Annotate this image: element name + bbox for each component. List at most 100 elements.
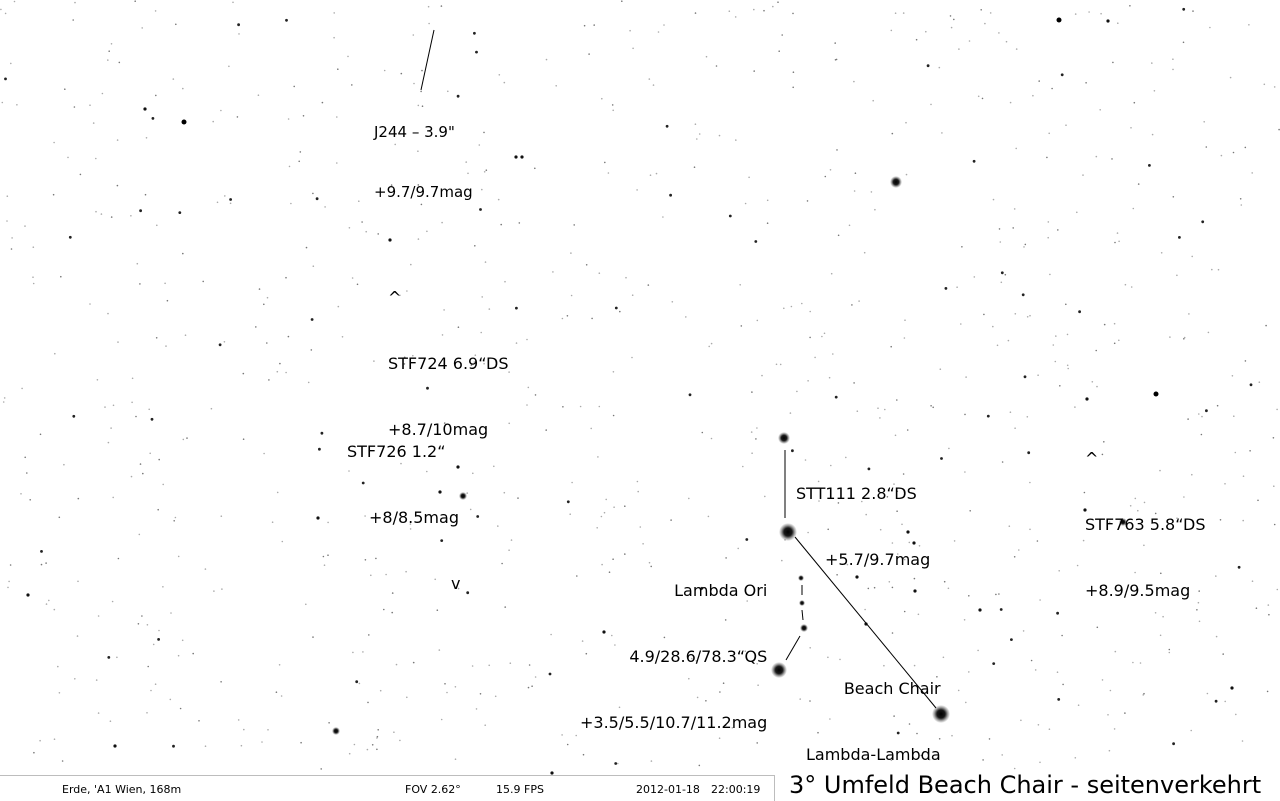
faint-star	[999, 241, 1002, 243]
faint-star	[527, 686, 530, 689]
faint-star	[101, 92, 104, 95]
faint-star	[1091, 381, 1094, 383]
faint-star	[26, 472, 28, 474]
faint-star	[218, 343, 222, 347]
star-chain-1[interactable]	[798, 575, 804, 581]
star-beach-chair-a[interactable]	[771, 662, 787, 678]
star-stf726[interactable]	[459, 492, 467, 500]
faint-star	[1129, 5, 1131, 7]
faint-star	[302, 115, 305, 117]
faint-star	[79, 173, 82, 176]
faint-star	[473, 31, 476, 35]
faint-star	[1267, 604, 1270, 606]
faint-star	[1154, 512, 1157, 515]
faint-star	[621, 0, 623, 2]
faint-star	[968, 40, 971, 42]
faint-star	[300, 741, 302, 744]
faint-star	[527, 386, 530, 389]
faint-star	[77, 497, 80, 500]
star-lambda-ori[interactable]	[779, 523, 797, 541]
faint-star	[242, 372, 245, 375]
star-stt111[interactable]	[778, 432, 790, 444]
faint-star	[694, 123, 697, 125]
status-date[interactable]: 2012-01-18	[636, 783, 700, 796]
faint-star	[961, 246, 963, 248]
faint-star	[755, 438, 757, 440]
faint-star	[1192, 10, 1194, 12]
faint-star	[1013, 556, 1016, 558]
faint-star	[440, 718, 443, 721]
faint-star	[756, 742, 758, 744]
star-chain-2[interactable]	[799, 600, 805, 606]
faint-star	[480, 331, 483, 334]
faint-star	[147, 665, 149, 668]
faint-star	[1036, 540, 1039, 542]
faint-star	[1015, 147, 1017, 150]
faint-star	[158, 458, 160, 461]
faint-star	[1130, 286, 1133, 288]
star-lower-left[interactable]	[332, 727, 340, 735]
faint-star	[333, 36, 335, 39]
faint-star	[751, 452, 753, 455]
faint-star	[965, 701, 967, 704]
faint-star	[312, 192, 314, 195]
label-beach-chair-pair: Lambda-Lambda	[806, 745, 941, 764]
faint-star	[613, 506, 615, 509]
status-time[interactable]: 22:00:19	[711, 783, 761, 796]
faint-star	[756, 663, 758, 665]
faint-star	[166, 299, 169, 302]
faint-star	[287, 118, 290, 120]
faint-star	[261, 741, 263, 743]
star-stf763-field[interactable]	[1119, 518, 1127, 526]
faint-star	[224, 195, 226, 197]
faint-star	[814, 356, 816, 359]
faint-star	[182, 438, 185, 441]
star-chain-3[interactable]	[800, 624, 808, 632]
faint-star	[775, 363, 778, 366]
faint-star	[744, 202, 747, 205]
faint-star	[1113, 322, 1116, 325]
star-left-1[interactable]	[181, 119, 187, 125]
faint-star	[619, 310, 621, 313]
faint-star	[143, 107, 147, 111]
faint-star	[377, 233, 380, 235]
faint-star	[977, 95, 980, 98]
faint-star	[1187, 418, 1189, 420]
faint-star	[1172, 58, 1174, 60]
faint-star	[1273, 485, 1275, 488]
faint-star	[1176, 517, 1178, 519]
faint-star	[157, 638, 161, 641]
faint-star	[1007, 339, 1010, 342]
faint-star	[1249, 450, 1251, 452]
faint-star	[663, 24, 665, 26]
faint-star	[376, 735, 379, 738]
status-fov[interactable]: FOV 2.62°	[405, 783, 461, 796]
faint-star	[740, 325, 743, 327]
faint-star	[1215, 575, 1217, 577]
faint-star	[307, 381, 310, 384]
faint-star	[890, 29, 893, 32]
star-upper-right[interactable]	[890, 176, 902, 188]
faint-star	[290, 202, 292, 205]
faint-star	[728, 214, 732, 218]
faint-star	[939, 368, 942, 371]
faint-star	[327, 554, 329, 556]
star-beach-chair-b[interactable]	[932, 705, 950, 723]
faint-star	[412, 34, 415, 36]
faint-star	[890, 345, 892, 348]
faint-star	[896, 510, 898, 512]
faint-star	[515, 342, 518, 344]
faint-star	[1255, 607, 1258, 609]
star-right-1[interactable]	[1153, 391, 1159, 397]
faint-star	[145, 137, 148, 139]
star-top-right[interactable]	[1056, 17, 1062, 23]
faint-star	[953, 18, 955, 21]
faint-star	[1124, 712, 1126, 714]
faint-star	[443, 309, 445, 311]
faint-star	[33, 751, 35, 754]
faint-star	[649, 174, 652, 176]
status-location[interactable]: Erde, 'A1 Wien, 168m	[62, 783, 182, 796]
faint-star	[1132, 207, 1135, 210]
faint-star	[13, 0, 16, 3]
faint-star	[617, 762, 619, 765]
